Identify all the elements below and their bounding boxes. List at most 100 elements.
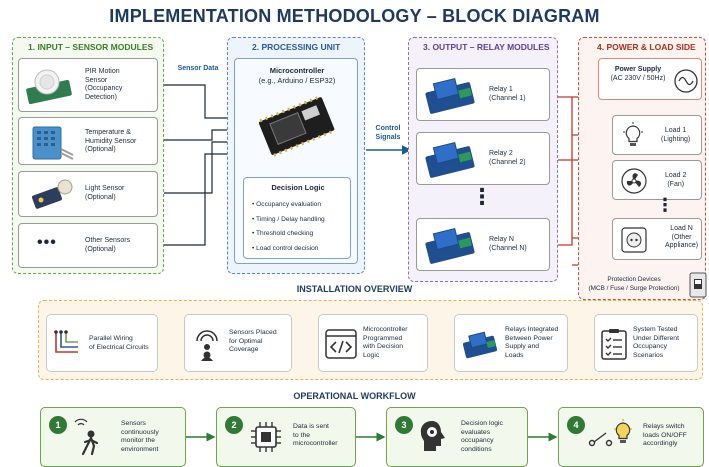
install-3-l1: Microcontroller xyxy=(363,326,408,333)
install-2-l2: for Optimal xyxy=(229,337,263,345)
mcu-label-1: Microcontroller xyxy=(269,66,325,75)
decision-logic-box: Decision Logic • Occupancy evaluation • … xyxy=(243,177,351,259)
microcontroller-card: Microcontroller (e.g., Arduino / ESP32) … xyxy=(234,58,358,264)
temp-label-2: Humidity Sensor xyxy=(85,137,137,145)
workflow-step-4: 4 Relays switch loads ON/OFF accordingly xyxy=(558,407,704,467)
relay-module-icon xyxy=(425,227,475,264)
relay-n-label-1: Relay N xyxy=(489,236,514,243)
workflow-step-1: 1 Sensors continuously monitor the envir… xyxy=(40,407,186,467)
install-5-l3: Occupancy xyxy=(633,343,668,350)
relay-n-label-2: (Channel N) xyxy=(489,244,527,252)
load-1-card: Load 1 (Lighting) xyxy=(612,115,702,155)
circuit-breaker-icon xyxy=(689,272,707,298)
person-motion-icon xyxy=(74,418,99,456)
relay-1-label-2: (Channel 1) xyxy=(489,94,526,102)
relay-module-icon xyxy=(425,141,475,178)
sensor-coverage-icon xyxy=(196,330,218,361)
install-step-wiring: Parallel Wiring of Electrical Circuits xyxy=(46,314,158,372)
install-3-l4: Logic xyxy=(363,351,380,359)
light-sensor-icon xyxy=(32,179,73,209)
wf-1-l2: continuously xyxy=(121,428,159,436)
power-panel-title: 4. POWER & LOAD SIDE xyxy=(597,42,696,52)
wf-1-l4: environment xyxy=(121,445,159,453)
load-vdots: ⋮ xyxy=(656,195,674,215)
install-5-l4: Scenarios xyxy=(633,351,664,359)
wf-4-l3: accordingly xyxy=(643,440,678,447)
relay-2-label-2: (Channel 2) xyxy=(489,158,526,166)
logic-item-2: • Timing / Delay handling xyxy=(252,215,325,223)
install-4-l2: Between Power xyxy=(505,334,553,342)
load-2-label-1: Load 2 xyxy=(665,172,687,179)
relay-1-label-1: Relay 1 xyxy=(489,86,513,93)
load-1-label-2: (Lighting) xyxy=(661,135,691,143)
wf-1-l3: monitor the xyxy=(121,437,156,444)
wf-3-l1: Decision logic xyxy=(461,420,503,427)
protection-devices-label: Protection Devices (MCB / Fuse / Surge P… xyxy=(588,276,680,292)
sensor-data-label: Sensor Data xyxy=(177,65,219,72)
output-panel-title: 3. OUTPUT – RELAY MODULES xyxy=(423,42,550,52)
install-2-l3: Coverage xyxy=(229,346,259,353)
relay-module-icon xyxy=(462,331,498,359)
load-n-label-2: (Other xyxy=(671,233,692,241)
pir-label-4: Detection) xyxy=(85,93,117,101)
chip-icon xyxy=(251,422,281,452)
page-title: IMPLEMENTATION METHODOLOGY – BLOCK DIAGR… xyxy=(109,6,600,26)
wf-1-l1: Sensors xyxy=(121,420,146,427)
workflow-title: OPERATIONAL WORKFLOW xyxy=(293,391,416,401)
relay-1-card: Relay 1 (Channel 1) xyxy=(416,68,550,121)
load-n-card: Load N (Other Appliance) xyxy=(612,218,702,260)
power-supply-label-1: Power Supply xyxy=(614,66,662,73)
install-step-sensor-placement: Sensors Placed for Optimal Coverage xyxy=(184,314,292,372)
wf-2-l3: microcontroller xyxy=(293,440,338,447)
processing-panel-title: 2. PROCESSING UNIT xyxy=(252,42,341,52)
install-3-l3: with Decision xyxy=(363,343,404,350)
load-n-label-3: Appliance) xyxy=(665,242,699,249)
temp-humidity-sensor-card: Temperature & Humidity Sensor (Optional) xyxy=(18,117,158,165)
load-2-card: Load 2 (Fan) xyxy=(612,160,702,200)
mcu-label-2: (e.g., Arduino / ESP32) xyxy=(258,76,336,85)
relay-2-card: Relay 2 (Channel 2) xyxy=(416,132,550,185)
relay-vdots: ⋮ xyxy=(471,184,493,209)
wf-3-l4: conditions xyxy=(461,445,492,453)
control-signals-label: Control Signals xyxy=(375,125,401,141)
other-label-1: Other Sensors xyxy=(85,237,131,244)
sensor-to-mcu-arrows xyxy=(155,84,235,246)
power-supply-label-2: (AC 230V / 50Hz) xyxy=(610,75,666,82)
install-4-l1: Relays Integrated xyxy=(505,326,559,333)
decision-logic-title: Decision Logic xyxy=(271,183,325,192)
temp-label-1: Temperature & xyxy=(85,129,131,136)
step-1-number: 1 xyxy=(49,416,67,434)
install-step-programming: Microcontroller Programmed with Decision… xyxy=(318,314,428,372)
install-4-l4: Loads xyxy=(505,351,524,359)
install-5-l1: System Tested xyxy=(633,326,678,333)
install-5-l2: Under Different xyxy=(633,334,679,342)
light-label-2: (Optional) xyxy=(85,193,116,201)
install-2-l1: Sensors Placed xyxy=(229,329,277,336)
other-label-2: (Optional) xyxy=(85,245,116,253)
wf-2-l1: Data is sent xyxy=(293,423,329,430)
more-dots-icon: ••• xyxy=(37,234,57,251)
logic-item-4: • Load control decision xyxy=(252,244,319,252)
wf-2-l2: to the xyxy=(293,431,311,439)
workflow-step-3: 3 Decision logic evaluates occupancy con… xyxy=(386,407,528,467)
lightbulb-icon xyxy=(623,122,643,146)
wf-3-l3: occupancy xyxy=(461,437,494,444)
relay-n-card: Relay N (Channel N) xyxy=(416,218,550,271)
pir-sensor-card: PIR Motion Sensor (Occupancy Detection) xyxy=(18,58,158,112)
ac-source-icon xyxy=(674,69,698,93)
pir-label-3: (Occupancy xyxy=(85,85,123,92)
wf-4-l2: loads ON/OFF xyxy=(643,431,687,439)
light-label-1: Light Sensor xyxy=(85,185,125,192)
workflow-step-2: 2 Data is sent to the microcontroller xyxy=(216,407,356,467)
code-editor-icon xyxy=(325,329,357,359)
load-n-label-1: Load N xyxy=(670,225,693,232)
install-4-l3: Supply and xyxy=(505,343,540,350)
power-socket-icon xyxy=(621,227,647,253)
install-3-l2: Programmed xyxy=(363,334,403,342)
step-3-number: 3 xyxy=(395,416,413,434)
wf-4-l1: Relays switch xyxy=(643,423,685,430)
dht-sensor-icon xyxy=(32,126,74,160)
esp32-board-icon xyxy=(258,96,335,157)
install-1-l1: Parallel Wiring xyxy=(89,335,133,342)
checklist-icon xyxy=(601,329,627,360)
